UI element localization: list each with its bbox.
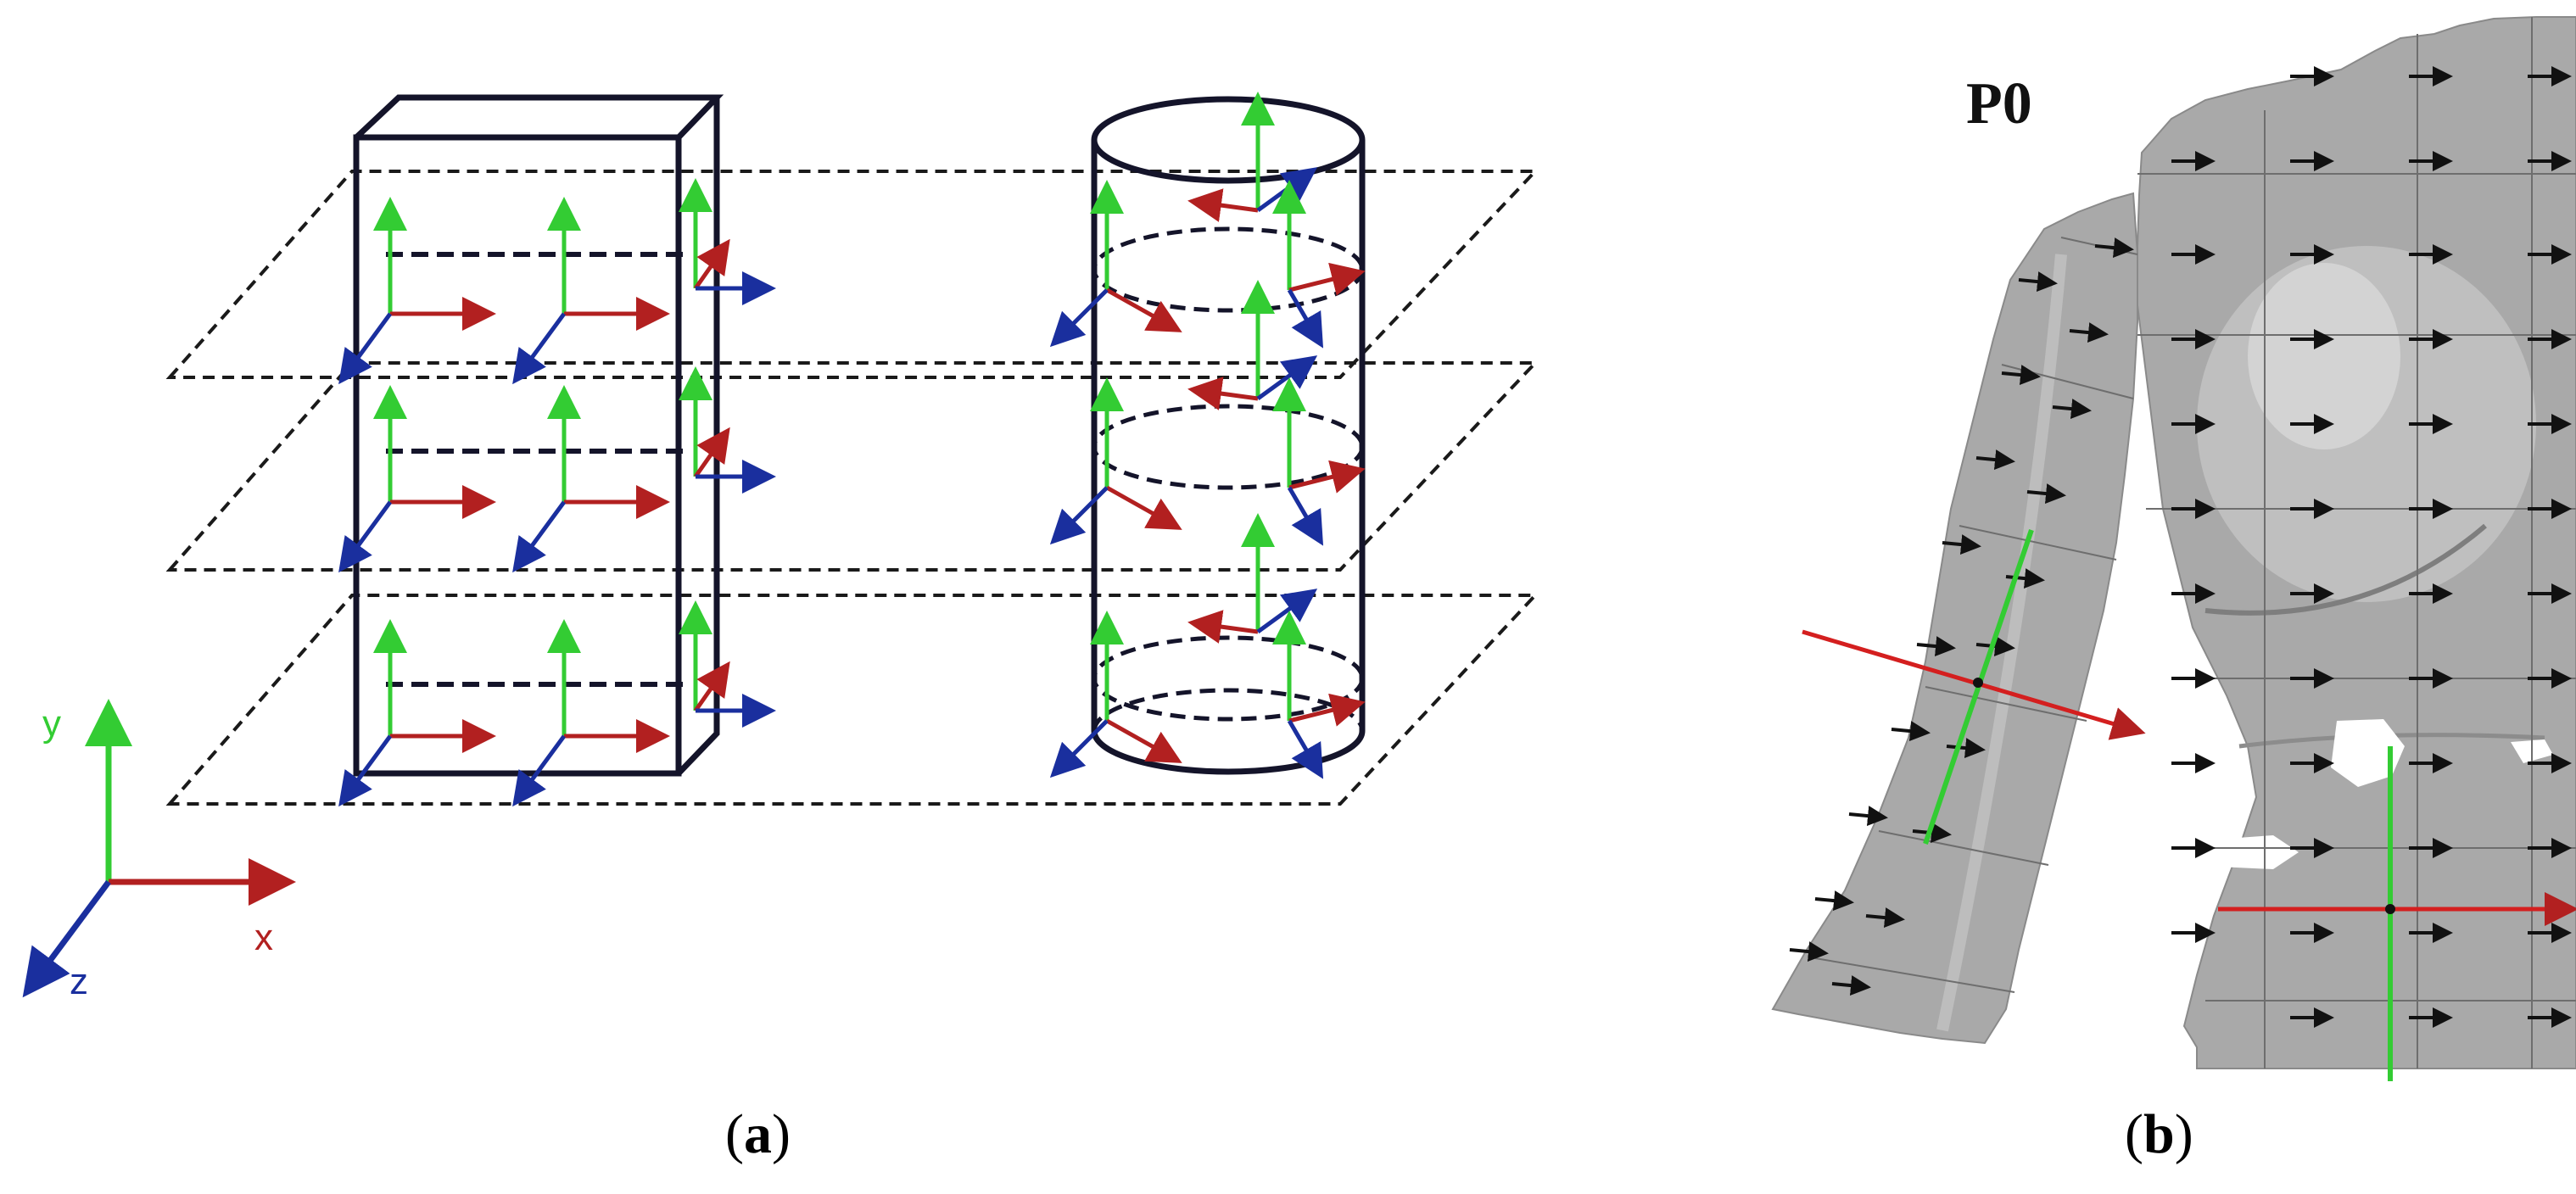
caption-a: (a) (725, 1102, 791, 1167)
local-z-arrow (512, 500, 567, 573)
local-x-arrow (1105, 485, 1182, 530)
local-z-arrow (1256, 589, 1318, 634)
local-z-arrow (1049, 719, 1109, 778)
surface-arrow (1916, 636, 1956, 657)
surface-arrow (1789, 941, 1829, 962)
caption-a-close: ) (771, 1103, 791, 1165)
surface-arrow (2069, 322, 2109, 343)
surface-arrow (1946, 738, 1986, 759)
local-x-arrow (1105, 718, 1182, 763)
plane-top (165, 170, 1539, 379)
local-z-arrow (1049, 288, 1109, 348)
surface-arrow (1814, 890, 1854, 912)
local-x-arrow (1288, 460, 1366, 494)
pose-label: P0 (1966, 71, 2032, 137)
arm-local-axes (1802, 529, 2146, 845)
surface-arrow (2001, 365, 2041, 386)
local-z-arrow (338, 312, 393, 385)
local-z-arrow (512, 734, 567, 807)
caption-b-letter: b (2143, 1103, 2175, 1165)
local-z-arrow (512, 312, 567, 385)
global-axes: y x z (22, 699, 296, 1002)
local-x-arrow (1105, 287, 1182, 332)
surface-arrow (2005, 568, 2045, 589)
axis-label-z: z (70, 961, 88, 1002)
surface-arrow (2094, 237, 2134, 259)
caption-b-open: ( (2125, 1103, 2143, 1165)
local-z-arrow (1287, 486, 1324, 546)
local-z-arrow (1049, 486, 1109, 545)
waist-hole (2331, 719, 2405, 787)
surface-arrow (1831, 975, 1871, 996)
axis-label-x: x (254, 917, 273, 958)
cylinder-shape (1091, 96, 1366, 775)
local-z-arrow (1287, 288, 1324, 349)
surface-arrow (1975, 449, 2015, 471)
local-x-arrow (693, 661, 730, 712)
axis-label-y: y (42, 703, 61, 745)
surface-arrow (2052, 399, 2092, 420)
cylinder-local-frames (1049, 92, 1366, 779)
local-x-arrow (693, 238, 730, 290)
surface-arrow (1942, 534, 1981, 555)
surface-arrow (1865, 907, 1905, 929)
plane-middle (165, 361, 1539, 572)
torso-local-axes (2218, 746, 2576, 1081)
arm-surface (1771, 192, 2138, 1045)
caption-a-open: ( (725, 1103, 744, 1165)
local-x-arrow (1288, 262, 1366, 296)
local-z-arrow (1287, 719, 1324, 779)
arm-x-axis (1802, 629, 2146, 740)
dashed-planes (165, 170, 1539, 806)
box-shape (353, 94, 724, 777)
panel-b: P0 (1771, 16, 2576, 1081)
caption-b-close: ) (2174, 1103, 2193, 1165)
local-x-arrow (1187, 610, 1259, 644)
caption-b: (b) (2125, 1102, 2193, 1167)
plane-bottom (165, 594, 1539, 806)
box-local-frames (338, 178, 776, 807)
surface-direction-arrows (1789, 66, 2572, 1028)
surface-arrow (2018, 271, 2058, 293)
local-z-arrow (1256, 355, 1318, 401)
local-z-arrow (338, 500, 393, 573)
surface-arrow (1848, 806, 1888, 827)
local-x-arrow (1288, 693, 1366, 727)
global-z-axis (22, 879, 111, 998)
local-x-arrow (1187, 188, 1259, 222)
local-x-arrow (1187, 377, 1259, 410)
surface-arrow (2026, 483, 2066, 505)
surface-arrow (1891, 721, 1931, 742)
panel-a: y x z (22, 92, 1539, 1002)
local-z-arrow (338, 734, 393, 807)
caption-a-letter: a (743, 1103, 772, 1165)
local-x-arrow (693, 427, 730, 478)
